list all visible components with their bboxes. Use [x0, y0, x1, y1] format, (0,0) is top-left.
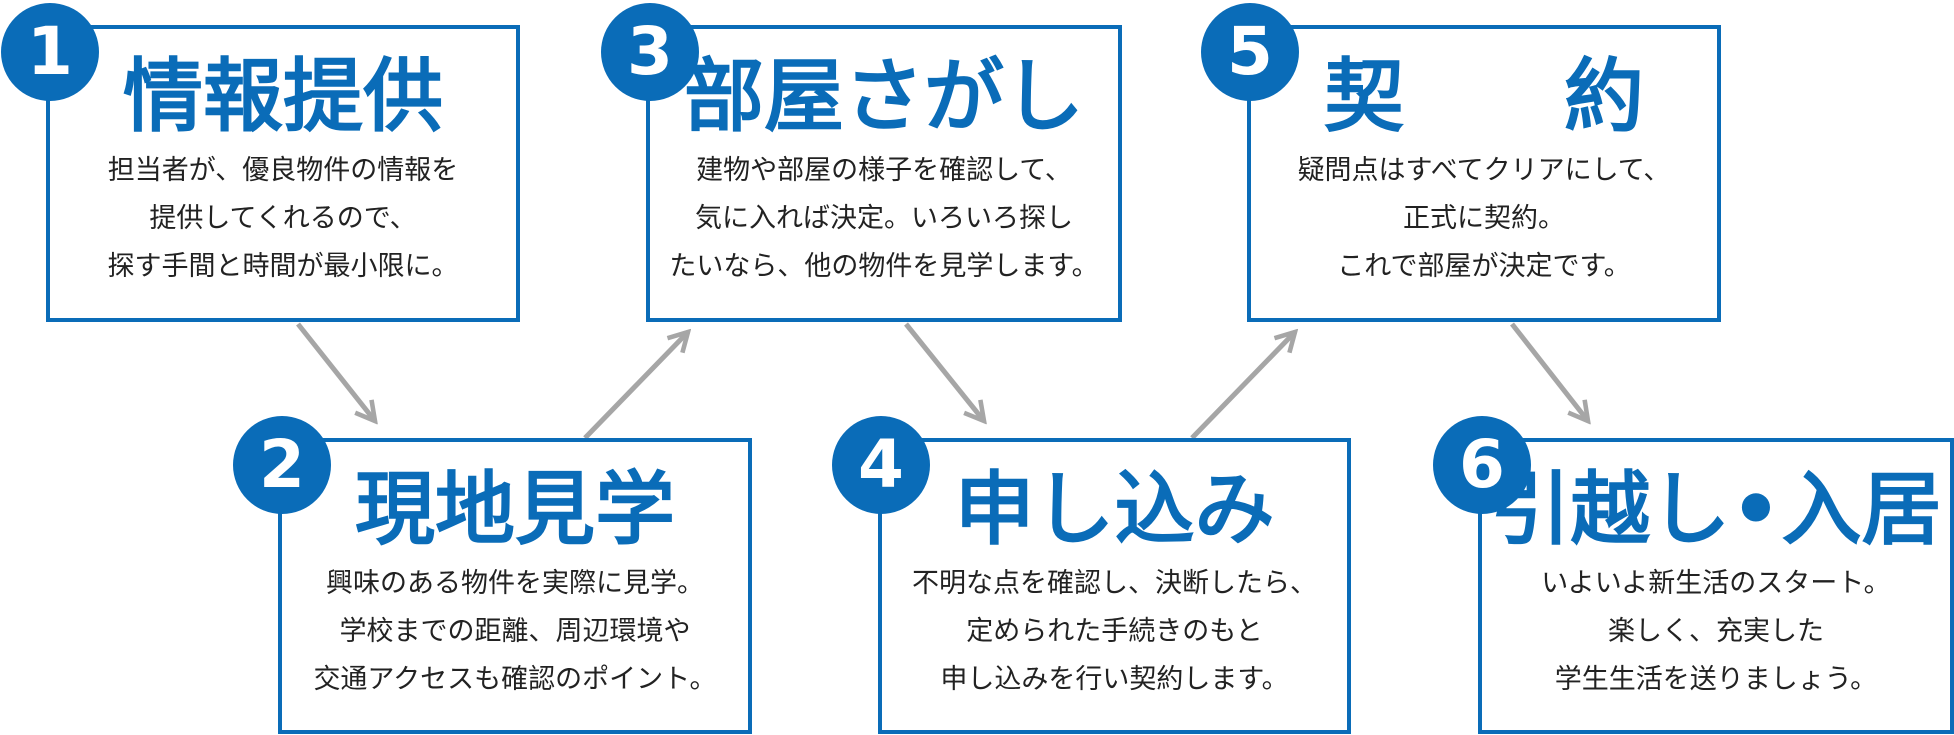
step-6-line-2: 楽しく、充実した	[1608, 616, 1824, 647]
step-5-line-1: 疑問点はすべてクリアにして、	[1297, 155, 1671, 186]
step-1-line-3: 探す手間と時間が最小限に。	[107, 251, 459, 282]
arrow-4-to-5	[1190, 332, 1295, 440]
step-1-title: 情報提供	[123, 50, 443, 143]
arrow-3-to-4	[904, 322, 984, 421]
step-6-box: 引越し•入居 いよいよ新生活のスタート。 楽しく、充実した 学生生活を送りましょ…	[1478, 438, 1954, 734]
step-3-line-2: 気に入れば決定。いろいろ探し	[695, 203, 1073, 234]
step-4-line-1: 不明な点を確認し、決断したら、	[912, 568, 1317, 599]
step-6-line-1: いよいよ新生活のスタート。	[1541, 568, 1891, 599]
step-3-box: 部屋さがし 建物や部屋の様子を確認して、 気に入れば決定。いろいろ探し たいなら…	[646, 25, 1122, 322]
step-4-description: 不明な点を確認し、決断したら、 定められた手続きのもと 申し込みを行い契約します…	[882, 560, 1347, 704]
step-1-number-badge: 1	[1, 3, 99, 101]
step-2-title: 現地見学	[355, 463, 675, 556]
step-6-title: 引越し•入居	[1490, 463, 1942, 556]
step-1-box: 情報提供 担当者が、優良物件の情報を 提供してくれるので、 探す手間と時間が最小…	[46, 25, 520, 322]
step-5-description: 疑問点はすべてクリアにして、 正式に契約。 これで部屋が決定です。	[1251, 147, 1717, 291]
step-5-box: 契 約 疑問点はすべてクリアにして、 正式に契約。 これで部屋が決定です。	[1247, 25, 1721, 322]
step-1-line-1: 担当者が、優良物件の情報を	[107, 155, 459, 186]
step-3-number-badge: 3	[601, 3, 699, 101]
step-2-line-1: 興味のある物件を実際に見学。	[326, 568, 704, 599]
step-6-line-3: 学生生活を送りましょう。	[1554, 664, 1878, 695]
step-3-description: 建物や部屋の様子を確認して、 気に入れば決定。いろいろ探し たいなら、他の物件を…	[650, 147, 1118, 291]
step-1-description: 担当者が、優良物件の情報を 提供してくれるので、 探す手間と時間が最小限に。	[50, 147, 516, 291]
step-5-line-2: 正式に契約。	[1403, 203, 1565, 234]
step-2-line-3: 交通アクセスも確認のポイント。	[313, 664, 717, 695]
step-2-box: 現地見学 興味のある物件を実際に見学。 学校までの距離、周辺環境や 交通アクセス…	[278, 438, 752, 734]
step-3-line-1: 建物や部屋の様子を確認して、	[696, 155, 1072, 186]
step-2-line-2: 学校までの距離、周辺環境や	[339, 616, 691, 647]
arrow-5-to-6	[1510, 322, 1588, 421]
step-5-title: 契 約	[1324, 50, 1644, 143]
arrow-2-to-3	[583, 332, 688, 440]
step-3-title: 部屋さがし	[684, 50, 1084, 143]
step-4-box: 申し込み 不明な点を確認し、決断したら、 定められた手続きのもと 申し込みを行い…	[878, 438, 1351, 734]
step-4-title: 申し込み	[954, 463, 1275, 556]
step-6-description: いよいよ新生活のスタート。 楽しく、充実した 学生生活を送りましょう。	[1482, 560, 1950, 704]
step-4-number-badge: 4	[832, 416, 930, 514]
step-6-number-badge: 6	[1433, 416, 1531, 514]
step-1-line-2: 提供してくれるので、	[149, 203, 417, 234]
step-5-number-badge: 5	[1201, 3, 1299, 101]
arrow-1-to-2	[296, 322, 375, 421]
step-2-number-badge: 2	[233, 416, 331, 514]
step-3-line-3: たいなら、他の物件を見学します。	[669, 251, 1099, 282]
step-4-line-2: 定められた手続きのもと	[966, 616, 1263, 647]
step-2-description: 興味のある物件を実際に見学。 学校までの距離、周辺環境や 交通アクセスも確認のポ…	[282, 560, 748, 704]
step-4-line-3: 申し込みを行い契約します。	[940, 664, 1289, 695]
step-5-line-3: これで部屋が決定です。	[1337, 251, 1631, 282]
